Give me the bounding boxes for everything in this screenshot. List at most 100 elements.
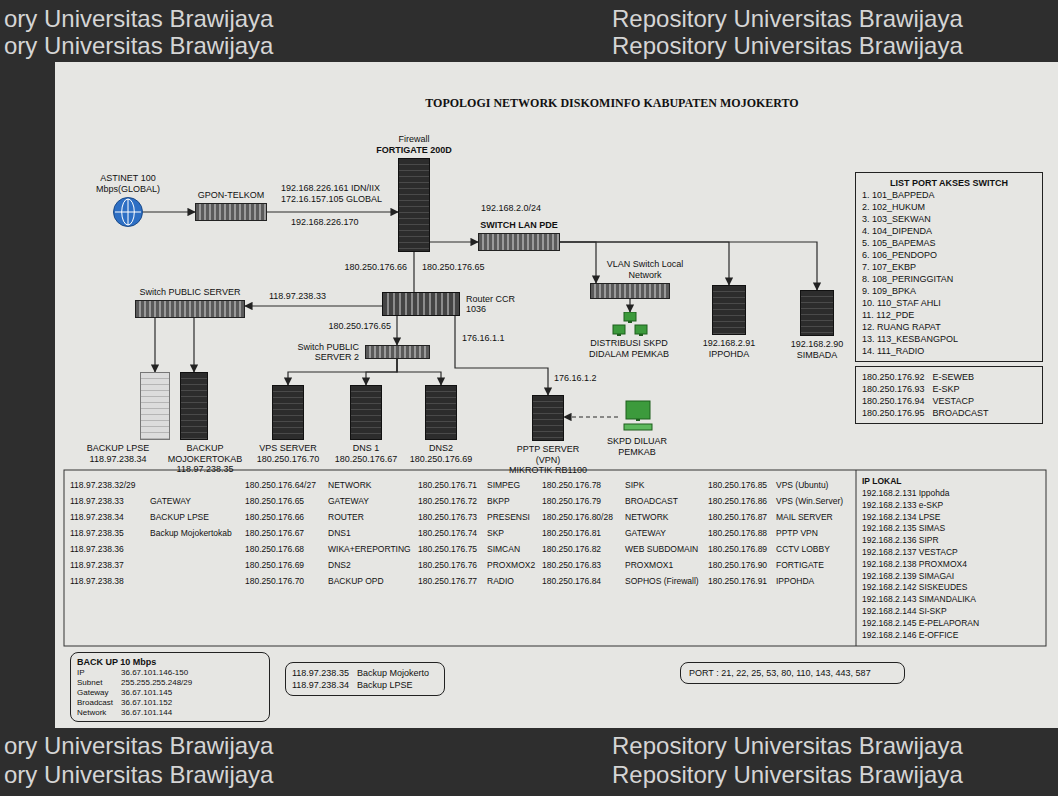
connector	[193, 318, 194, 372]
table-cell: 180.250.176.77	[418, 576, 477, 586]
device-icon: DNS 1180.250.176.67	[350, 385, 382, 440]
node-text: 36.67.101.146-150	[121, 668, 263, 678]
table-cell: 180.250.176.81	[542, 528, 601, 538]
node-text: 36.67.101.152	[121, 698, 263, 708]
info-box: LIST PORT AKSES SWITCH1. 101_BAPPEDA2. 1…	[855, 172, 1043, 362]
node-text: Switch PUBLIC SERVER	[140, 287, 241, 298]
table-cell: 180.250.176.87	[708, 512, 767, 522]
node-text: SWITCH LAN PDE	[480, 220, 558, 231]
node-text: Subnet	[77, 678, 113, 688]
label-group: Switch PUBLIC SERVER 2	[264, 342, 359, 363]
table-cell: 180.250.176.85	[708, 480, 767, 490]
connector	[455, 316, 548, 395]
label-group: BACKUP LPSE118.97.238.34	[87, 443, 149, 464]
node-text: IP	[77, 668, 113, 678]
node-text: DNS2	[410, 443, 473, 454]
monitor-stand	[617, 334, 621, 336]
table-cell: IP LOKAL	[862, 476, 902, 486]
node-text: VESTACP	[933, 395, 1036, 407]
table-cell: SKP	[487, 528, 504, 538]
table-cell: 180.250.176.71	[418, 480, 477, 490]
watermark: Repository Universitas Brawijaya	[612, 733, 963, 759]
table-cell: 118.97.238.34	[70, 512, 124, 522]
table-cell: 180.250.176.84	[542, 576, 601, 586]
node-text: 4. 104_DIPENDA	[862, 225, 1036, 237]
table-cell: 192.168.2.145 E-PELAPORAN	[862, 618, 979, 628]
device-icon: VPS SERVER180.250.176.70	[272, 385, 304, 440]
table-cell: GATEWAY	[328, 496, 369, 506]
table-cell: 118.97.238.32/29	[70, 480, 136, 490]
table-cell: PRESENSI	[487, 512, 530, 522]
node-text: 118.97.238.34	[87, 454, 149, 465]
table-cell: 192.168.2.135 SIMAS	[862, 523, 945, 533]
node-text: 118.97.238.35	[165, 464, 245, 475]
table-cell: 180.250.176.89	[708, 544, 767, 554]
device-icon: DISTRIBUSI SKPD DIDALAM PEMKAB	[612, 312, 648, 336]
table-cell: 192.168.2.146 E-OFFICE	[862, 630, 958, 640]
node-text: Backup LPSE	[357, 679, 438, 691]
table-cell: PROXMOX2	[487, 560, 535, 570]
node-text: PPTP SERVER (VPN)	[504, 444, 592, 465]
device-icon: 192.168.2.91IPPOHDA	[712, 285, 746, 335]
node-text: BACK UP 10 Mbps	[77, 656, 263, 668]
table-cell: BACKUP OPD	[328, 576, 384, 586]
node-text: 14. 111_RADIO	[862, 345, 1036, 357]
device-icon: Router CCR 1036	[382, 292, 460, 316]
node-text: 13. 113_KESBANGPOL	[862, 333, 1036, 345]
table-cell: 180.250.176.76	[418, 560, 477, 570]
table-cell: 180.250.176.91	[708, 576, 767, 586]
connector	[560, 242, 596, 283]
table-cell: 180.250.176.79	[542, 496, 601, 506]
node-text: 180.250.176.70	[257, 454, 320, 465]
device-icon: Switch PUBLIC SERVER	[135, 300, 245, 318]
label-group: Router CCR 1036	[466, 294, 524, 315]
connector	[245, 305, 382, 306]
monitor-screen	[635, 325, 647, 334]
monitor-screen	[624, 312, 636, 321]
node-text: 180.250.176.93	[862, 383, 925, 395]
node-text: VPS SERVER	[257, 443, 320, 454]
watermark: ory Universitas Brawijaya	[4, 6, 273, 32]
node-text: 255.255.255.248/29	[121, 678, 263, 688]
table-cell: BROADCAST	[625, 496, 678, 506]
node-text: 118.97.238.35	[292, 667, 349, 679]
node-text: SIMBADA	[791, 350, 844, 361]
node-text: 36.67.101.144	[121, 708, 263, 718]
monitor-stand	[636, 419, 640, 421]
node-text: Backup Mojokerto	[357, 667, 438, 679]
connector	[288, 359, 397, 385]
node-text: ASTINET 100 Mbps(GLOBAL)	[81, 173, 176, 194]
table-cell: 180.250.176.88	[708, 528, 767, 538]
node-text: LIST PORT AKSES SWITCH	[862, 177, 1036, 189]
table-cell: 180.250.176.70	[245, 576, 304, 586]
info-box: PORT : 21, 22, 25, 53, 80, 110, 143, 443…	[680, 662, 905, 684]
node-text: 180.250.176.95	[862, 407, 925, 419]
connector	[154, 318, 155, 372]
label-group: VLAN Switch Local Network	[604, 259, 686, 280]
table-cell: 180.250.176.69	[245, 560, 304, 570]
table-cell: 192.168.2.142 SISKEUDES	[862, 582, 967, 592]
node-text: Network	[77, 708, 113, 718]
table-cell: 118.97.238.37	[70, 560, 124, 570]
diagram-title: TOPOLOGI NETWORK DISKOMINFO KABUPATEN MO…	[362, 96, 862, 110]
node-text: 2. 102_HUKUM	[862, 201, 1036, 213]
table-cell: 192.168.2.136 SIPR	[862, 535, 939, 545]
connector	[413, 252, 414, 292]
info-box: 118.97.238.35Backup Mojokerto118.97.238.…	[285, 662, 445, 696]
edge-label: 192.168.226.161 IDN/IIX	[280, 183, 381, 193]
keyboard	[624, 424, 652, 430]
table-cell: 180.250.176.82	[542, 544, 601, 554]
node-text: 8. 108_PERINGGITAN	[862, 273, 1036, 285]
node-text: 180.250.176.94	[862, 395, 925, 407]
label-group: SKPD DILUAR PEMKAB	[597, 436, 677, 457]
table-cell: MAIL SERVER	[776, 512, 833, 522]
connector	[560, 242, 729, 285]
table-cell: 180.250.176.67	[245, 528, 304, 538]
node-text: 180.250.176.69	[410, 454, 473, 465]
table-cell: BKPP	[487, 496, 510, 506]
node-text: BROADCAST	[933, 407, 1036, 419]
globe-icon	[114, 198, 142, 226]
table-cell: PROXMOX1	[625, 560, 673, 570]
node-text: 3. 103_SEKWAN	[862, 213, 1036, 225]
label-group: VPS SERVER180.250.176.70	[257, 443, 320, 464]
